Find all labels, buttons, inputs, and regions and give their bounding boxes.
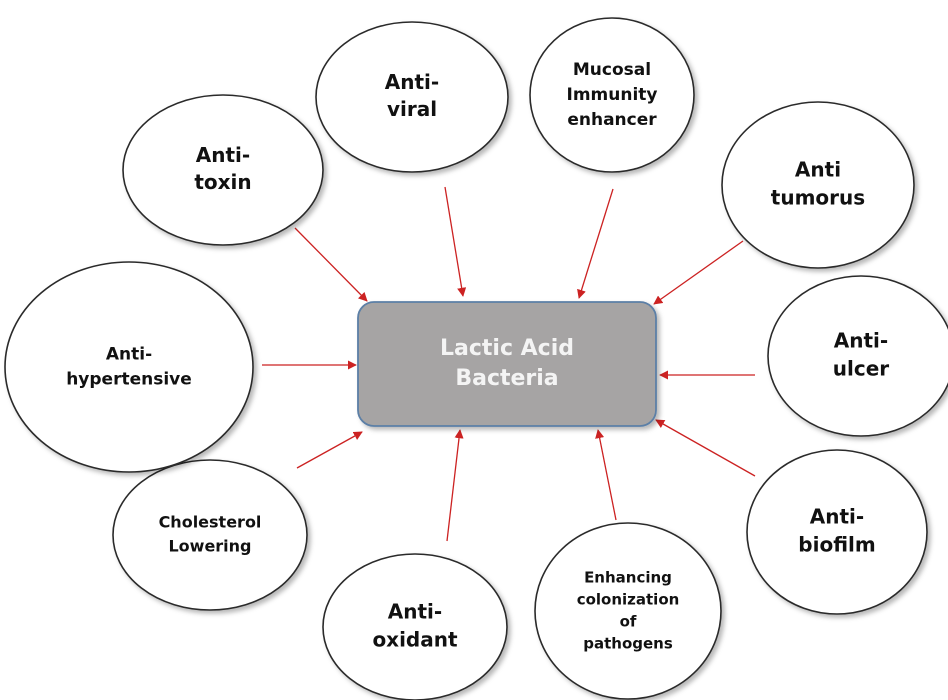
- bubble-label: tumorus: [771, 186, 865, 210]
- bubble-anti-biofilm: Anti-biofilm: [746, 449, 928, 615]
- bubble-label: colonization: [577, 591, 680, 609]
- arrow-anti-toxin: [294, 227, 368, 302]
- center-label: Lactic Acid: [440, 336, 574, 361]
- bubble-label: hypertensive: [66, 370, 192, 390]
- arrow-mucosal-immunity-enhancer: [577, 188, 614, 299]
- bubble-shape: [122, 94, 324, 246]
- bubble-shape: [112, 459, 308, 611]
- bubble-label: biofilm: [798, 533, 875, 557]
- bubble-label: Enhancing: [584, 569, 672, 587]
- bubble-anti-tumorus: Anti tumorus: [721, 101, 915, 269]
- bubble-shape: [534, 522, 722, 700]
- bubble-label: Anti-: [196, 143, 250, 167]
- bubble-label: Anti-: [388, 600, 442, 624]
- bubble-label: ulcer: [833, 357, 890, 381]
- bubble-label: toxin: [194, 170, 251, 194]
- bubble-anti-viral: Anti-viral: [315, 21, 509, 173]
- bubble-anti-oxidant: Anti-oxidant: [322, 553, 508, 700]
- arrow-anti-biofilm: [655, 419, 756, 477]
- bubble-label: oxidant: [372, 628, 458, 652]
- bubbles: Anti-toxinAnti-viralMucosalImmunityenhan…: [4, 17, 948, 700]
- bubble-anti-ulcer: Anti-ulcer: [767, 275, 948, 437]
- bubble-label: Mucosal: [573, 60, 651, 80]
- bubble-label: Anti-: [834, 329, 888, 353]
- bubble-anti-hypertensive: Anti-hypertensive: [4, 261, 254, 473]
- bubble-shape: [529, 17, 695, 173]
- bubble-label: enhancer: [567, 110, 657, 130]
- bubble-label: Anti-: [106, 345, 152, 365]
- bubble-label: Anti-: [385, 70, 439, 94]
- center-label: Bacteria: [455, 366, 558, 391]
- arrow-anti-tumorus: [653, 240, 744, 305]
- connectors: [262, 186, 756, 542]
- arrow-enhancing-colonization-of-pathogens: [595, 429, 617, 521]
- bubble-label: pathogens: [583, 635, 673, 653]
- bubble-shape: [315, 21, 509, 173]
- bubble-label: Anti-: [810, 505, 864, 529]
- bubble-shape: [746, 449, 928, 615]
- bubble-label: Anti: [795, 158, 841, 182]
- bubble-shape: [322, 553, 508, 700]
- center-box: [357, 301, 657, 427]
- bubble-shape: [4, 261, 254, 473]
- bubble-label: Lowering: [168, 537, 251, 556]
- arrow-anti-viral: [444, 186, 467, 297]
- bubble-shape: [767, 275, 948, 437]
- arrow-cholesterol-lowering: [296, 431, 363, 469]
- bubble-label: Cholesterol: [159, 513, 262, 532]
- bubble-label: viral: [387, 97, 437, 121]
- bubble-label: Immunity: [567, 85, 658, 105]
- bubble-enhancing-colonization-of-pathogens: Enhancing colonization of pathogens: [534, 522, 722, 700]
- arrow-anti-oxidant: [446, 429, 464, 542]
- bubble-label: of: [620, 613, 637, 631]
- bubble-shape: [721, 101, 915, 269]
- bubble-anti-toxin: Anti-toxin: [122, 94, 324, 246]
